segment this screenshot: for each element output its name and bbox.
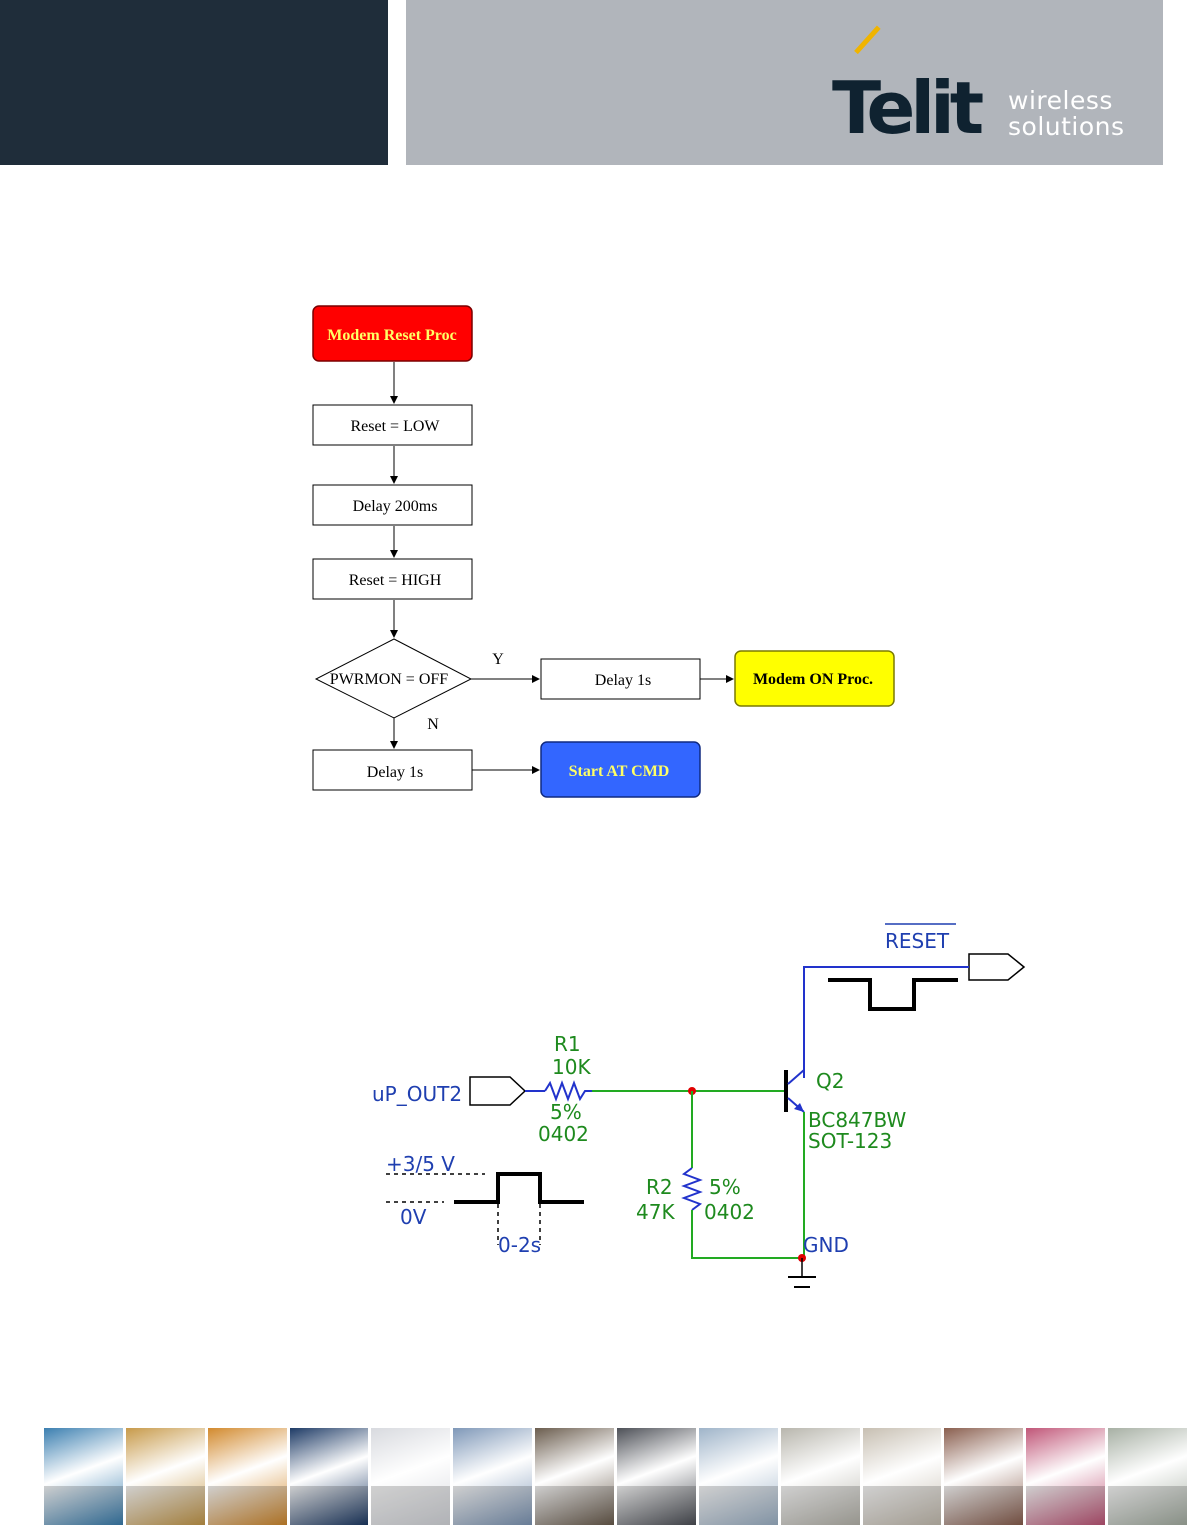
containers-photo (208, 1428, 287, 1525)
footer-photo-strip (44, 1428, 1187, 1525)
q2-package: SOT-123 (808, 1129, 892, 1153)
reset-schematic: RESET uP_OUT2 R1 10K 5% 0402 Q2 BC847BW … (372, 924, 1024, 1287)
keyboard-photo (371, 1428, 450, 1525)
photo-shade (126, 1486, 205, 1525)
input-high-voltage: +3/5 V (386, 1152, 455, 1176)
photo-shade (44, 1486, 123, 1525)
r1-resistor (545, 1083, 592, 1099)
reset-net-label: RESET (885, 929, 950, 953)
flowchart-yes-label: Y (492, 651, 504, 668)
photo-shade (371, 1486, 450, 1525)
gnd-label: GND (803, 1233, 849, 1257)
flowchart-delay-200-label: Delay 200ms (353, 498, 438, 515)
input-low-voltage: 0V (400, 1205, 427, 1229)
flowchart-modem-on-label: Modem ON Proc. (753, 671, 873, 688)
photo-shade (781, 1486, 860, 1525)
r2-tolerance: 5% (709, 1175, 741, 1199)
flowchart-start-at-label: Start AT CMD (569, 763, 670, 780)
card-reader-photo (535, 1428, 614, 1525)
photo-shade (944, 1486, 1023, 1525)
r2-resistor (684, 1168, 700, 1210)
flowchart-no-delay-label: Delay 1s (367, 764, 423, 781)
cyclist-photo (453, 1428, 532, 1525)
r2-name: R2 (646, 1175, 673, 1199)
flowchart-reset-low-label: Reset = LOW (351, 418, 441, 435)
flowchart-decision-label: PWRMON = OFF (330, 671, 448, 688)
utility-meter-photo (781, 1428, 860, 1525)
reset-waveform (828, 980, 958, 1009)
vending-machine-photo (617, 1428, 696, 1525)
q2-collector (788, 1070, 804, 1084)
reset-collector-wire (804, 967, 969, 1078)
input-waveform (454, 1174, 584, 1202)
photo-shade (535, 1486, 614, 1525)
photo-shade (699, 1486, 778, 1525)
r2-value: 47K (636, 1200, 675, 1224)
input-net-label: uP_OUT2 (372, 1082, 462, 1106)
photo-shade (1026, 1486, 1105, 1525)
flowchart-reset-high-label: Reset = HIGH (349, 572, 442, 589)
flowchart-yes-delay-label: Delay 1s (595, 672, 651, 689)
r2-package: 0402 (704, 1200, 755, 1224)
reset-output-port (969, 954, 1024, 980)
pulse-duration-label: 0-2s (498, 1233, 541, 1257)
r1-value: 10K (552, 1055, 591, 1079)
photo-shade (290, 1486, 369, 1525)
r1-tolerance: 5% (550, 1100, 582, 1124)
q2-name: Q2 (816, 1069, 844, 1093)
phone-booth-photo (126, 1428, 205, 1525)
highway-photo (44, 1428, 123, 1525)
laser-lines-photo (863, 1428, 942, 1525)
flowchart-no-label: N (427, 716, 439, 733)
flowchart-start-label: Modem Reset Proc (327, 327, 456, 344)
photo-shade (617, 1486, 696, 1525)
r1-name: R1 (554, 1032, 581, 1056)
photo-shade (453, 1486, 532, 1525)
input-port (470, 1077, 525, 1105)
shelves-photo (1026, 1428, 1105, 1525)
digital-clock-photo (290, 1428, 369, 1525)
photo-shade (863, 1486, 942, 1525)
security-camera-photo (1108, 1428, 1187, 1525)
photo-shade (1108, 1486, 1187, 1525)
r1-package: 0402 (538, 1122, 589, 1146)
photo-shade (208, 1486, 287, 1525)
wind-turbines-photo (699, 1428, 778, 1525)
metro-station-photo (944, 1428, 1023, 1525)
